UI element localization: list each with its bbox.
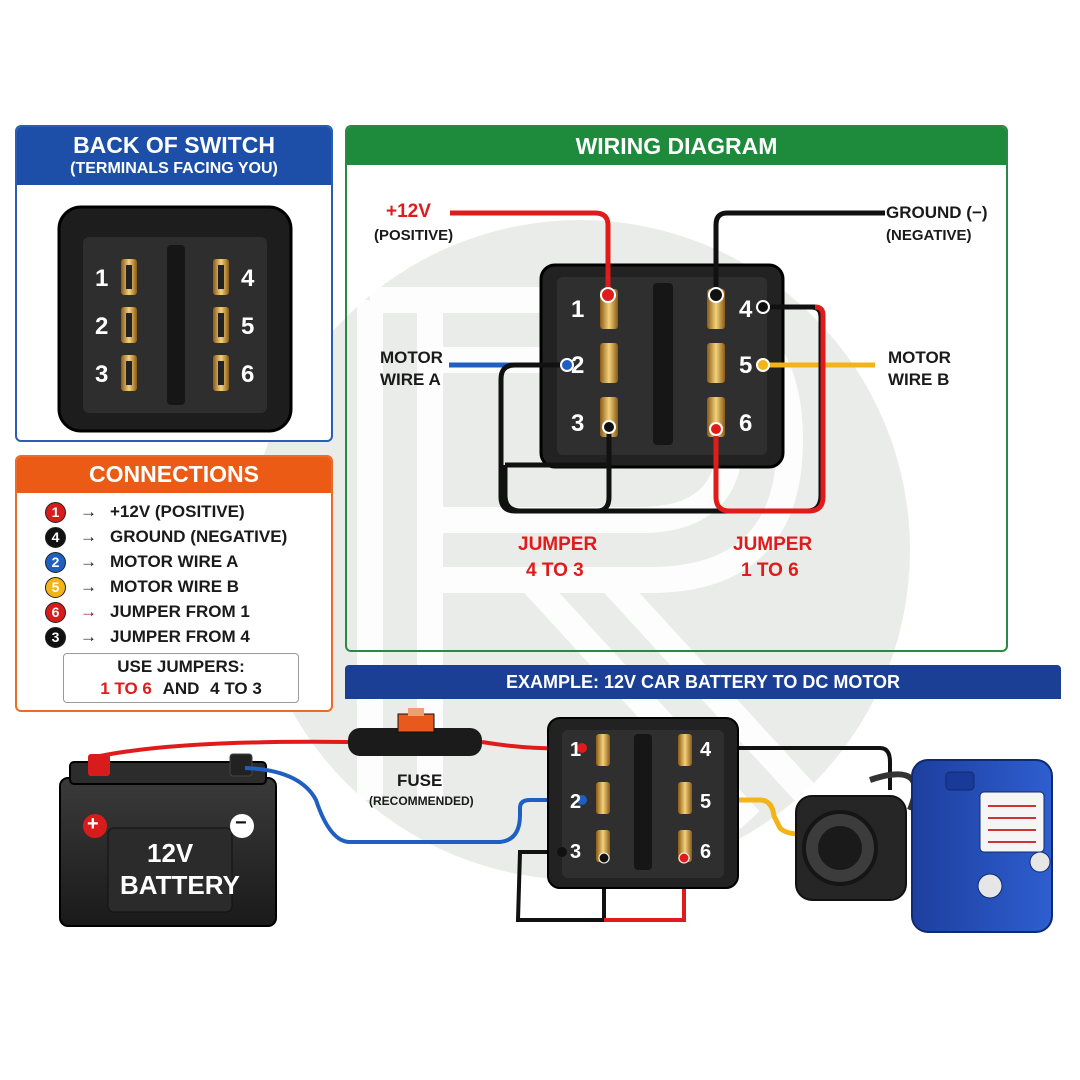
dc-motor-valve: [795, 759, 1053, 933]
negative-label: (NEGATIVE): [886, 227, 972, 244]
connection-row: 4 → GROUND (NEGATIVE): [45, 525, 287, 549]
jumper-4-to-3-text: 4 TO 3: [210, 679, 262, 698]
battery-label-1: 12V: [147, 838, 194, 868]
ex-terminal-6: 6: [700, 841, 711, 863]
back-terminal-6: 6: [241, 361, 254, 388]
motor-wire-a-label-1: MOTOR: [380, 348, 443, 367]
wd-terminal-6: 6: [739, 410, 752, 437]
wiring-diagram-drawing: 1 2 3 4 5 6: [449, 210, 885, 514]
wd-terminal-3: 3: [571, 410, 584, 437]
ex-terminal-2: 2: [570, 791, 581, 813]
wd-terminal-2: 2: [571, 352, 584, 379]
example-drawing: 1 2 3 4 5 6: [59, 708, 1053, 933]
back-of-switch-header: BACK OF SWITCH (TERMINALS FACING YOU): [17, 127, 331, 185]
battery-minus-sign: −: [235, 812, 247, 834]
arrow-icon: →: [80, 627, 97, 646]
back-terminal-3: 3: [95, 361, 108, 388]
back-of-switch-subtitle: (TERMINALS FACING YOU): [70, 160, 278, 177]
back-pin-5: [213, 307, 229, 343]
wire-ground: [713, 210, 885, 295]
ex-terminal-4: 4: [700, 739, 712, 761]
switch-back-drawing: 1 2 3 4 5 6: [57, 205, 293, 433]
back-pin-3: [121, 355, 137, 391]
connection-text: JUMPER FROM 1: [110, 602, 250, 621]
terminal-badge: 4: [45, 526, 66, 548]
wire-plus12: [450, 210, 611, 295]
fuse-note: (RECOMMENDED): [369, 794, 474, 808]
arrow-icon: →: [80, 527, 97, 546]
back-pin-4: [213, 259, 229, 295]
back-terminal-1: 1: [95, 265, 108, 292]
fuse-label: FUSE: [397, 771, 443, 790]
connection-text: MOTOR WIRE A: [110, 552, 239, 571]
terminal-badge: 3: [45, 626, 66, 648]
jumper-left-label-2: 4 TO 3: [526, 560, 584, 581]
jumper-1-to-6-text: 1 TO 6: [100, 679, 152, 698]
back-terminal-2: 2: [95, 313, 108, 340]
battery-plus-sign: +: [87, 813, 99, 835]
back-pin-6: [213, 355, 229, 391]
terminal-badge: 1: [45, 501, 66, 523]
terminal-badge: 5: [45, 576, 66, 598]
arrow-icon: →: [80, 602, 97, 621]
use-jumpers-box: USE JUMPERS: 1 TO 6 AND 4 TO 3: [63, 653, 299, 703]
connection-row: 6 → JUMPER FROM 1: [45, 600, 250, 624]
wiring-diagram-title: WIRING DIAGRAM: [575, 133, 778, 159]
fuse: [348, 708, 482, 756]
wd-terminal-1: 1: [571, 296, 584, 323]
back-of-switch-title: BACK OF SWITCH: [73, 132, 275, 158]
arrow-icon: →: [80, 552, 97, 571]
connection-row: 1 → +12V (POSITIVE): [45, 500, 245, 524]
terminal-badge: 6: [45, 601, 66, 623]
connection-row: 2 → MOTOR WIRE A: [45, 550, 238, 574]
connection-row: 5 → MOTOR WIRE B: [45, 575, 239, 599]
ex-terminal-5: 5: [700, 791, 711, 813]
wd-terminal-4: 4: [739, 296, 753, 323]
example-title: EXAMPLE: 12V CAR BATTERY TO DC MOTOR: [505, 672, 901, 692]
connection-row: 3 → JUMPER FROM 4: [45, 625, 250, 649]
battery: [59, 753, 277, 927]
jumper-right-label-2: 1 TO 6: [741, 560, 799, 581]
back-terminal-4: 4: [241, 265, 255, 292]
wiring-diagram-header: WIRING DIAGRAM: [347, 127, 1006, 165]
motor-wire-b-label-1: MOTOR: [888, 348, 951, 367]
example-header: EXAMPLE: 12V CAR BATTERY TO DC MOTOR: [345, 665, 1061, 699]
back-terminal-5: 5: [241, 313, 254, 340]
and-text: AND: [162, 679, 200, 698]
jumper-right-label-1: JUMPER: [733, 534, 813, 555]
terminal-badge: 2: [45, 551, 66, 573]
use-jumpers-label: USE JUMPERS:: [117, 657, 245, 676]
back-pin-2: [121, 307, 137, 343]
arrow-icon: →: [80, 577, 97, 596]
ground-label: GROUND (−): [886, 203, 988, 222]
wiring-diagram-panel: WIRING DIAGRAM: [345, 125, 1008, 652]
positive-label: (POSITIVE): [374, 227, 454, 244]
ex-terminal-3: 3: [570, 841, 581, 863]
back-pin-1: [121, 259, 137, 295]
wd-terminal-5: 5: [739, 352, 752, 379]
motor-wire-a-label-2: WIRE A: [380, 370, 441, 389]
connections-header: CONNECTIONS: [17, 457, 331, 493]
connections-title: CONNECTIONS: [89, 461, 259, 487]
arrow-icon: →: [80, 502, 97, 521]
motor-wire-b-label-2: WIRE B: [888, 370, 950, 389]
back-of-switch-panel: BACK OF SWITCH (TERMINALS FACING YOU) 1 …: [15, 125, 333, 442]
connection-text: +12V (POSITIVE): [110, 502, 245, 521]
battery-label-2: BATTERY: [120, 870, 240, 900]
connections-panel: CONNECTIONS 1 → +12V (POSITIVE) 4 → GROUND (N…: [15, 455, 333, 712]
ex-terminal-1: 1: [570, 739, 581, 761]
connection-text: MOTOR WIRE B: [110, 577, 240, 596]
connection-text: GROUND (NEGATIVE): [110, 527, 288, 546]
plus12-label: +12V: [386, 201, 431, 222]
connection-text: JUMPER FROM 4: [110, 627, 250, 646]
jumper-left-label-1: JUMPER: [518, 534, 598, 555]
